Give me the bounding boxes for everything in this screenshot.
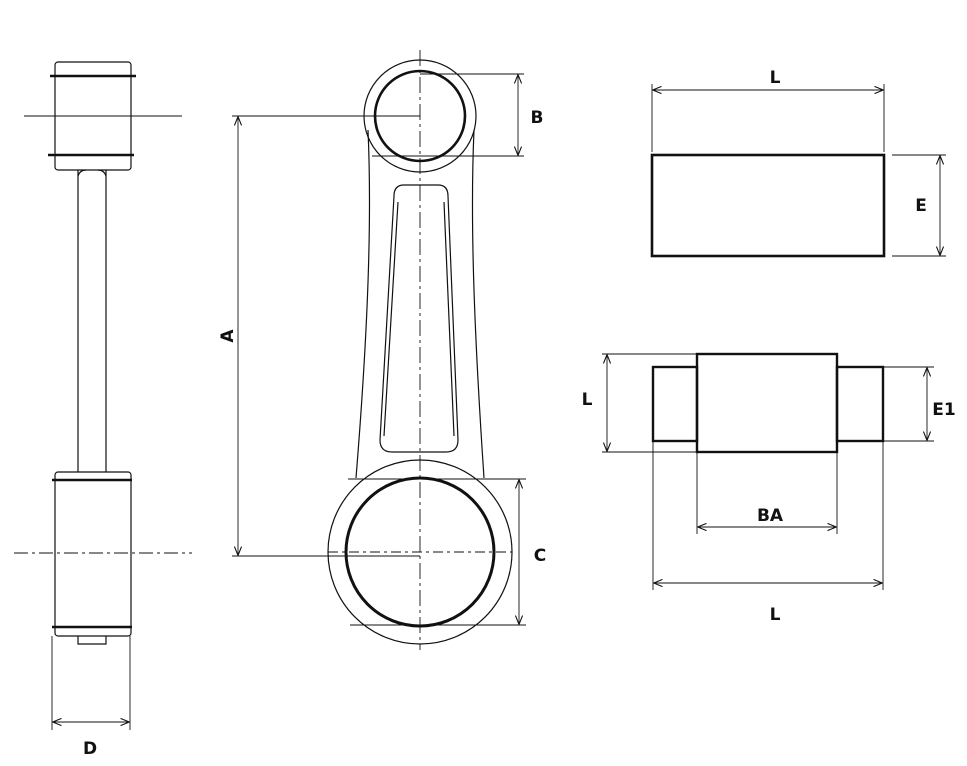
side-shank-fillet — [77, 169, 107, 177]
dim-a-label: A — [218, 329, 238, 343]
flanged-bearing-right-flange — [835, 365, 885, 443]
dim-e1-label: E1 — [932, 400, 955, 420]
dim-b-label: B — [531, 108, 544, 128]
dim-l-width-label: L — [770, 605, 781, 625]
bearing-shell-body — [650, 153, 886, 258]
dim-e-label: E — [915, 196, 927, 216]
flanged-bearing-left-flange — [651, 365, 699, 443]
side-big-end — [54, 471, 132, 637]
flanged-bearing-dimensions — [602, 353, 934, 590]
flanged-bearing-center — [695, 352, 839, 454]
front-view — [232, 50, 526, 650]
dim-l-height-label: L — [582, 390, 593, 410]
side-big-end-bottom-tab — [77, 636, 107, 645]
front-rod-web-pocket — [379, 184, 459, 453]
bearing-shell — [650, 84, 946, 258]
front-rod-web-inner-edge — [383, 201, 455, 437]
side-view — [14, 61, 192, 730]
dim-ba-label: BA — [757, 506, 784, 526]
dim-c-label: C — [534, 546, 546, 566]
dim-d-label: D — [83, 739, 97, 759]
flanged-bearing — [651, 352, 885, 454]
dim-l-top-label: L — [770, 68, 781, 88]
front-rod-outline — [355, 129, 485, 479]
